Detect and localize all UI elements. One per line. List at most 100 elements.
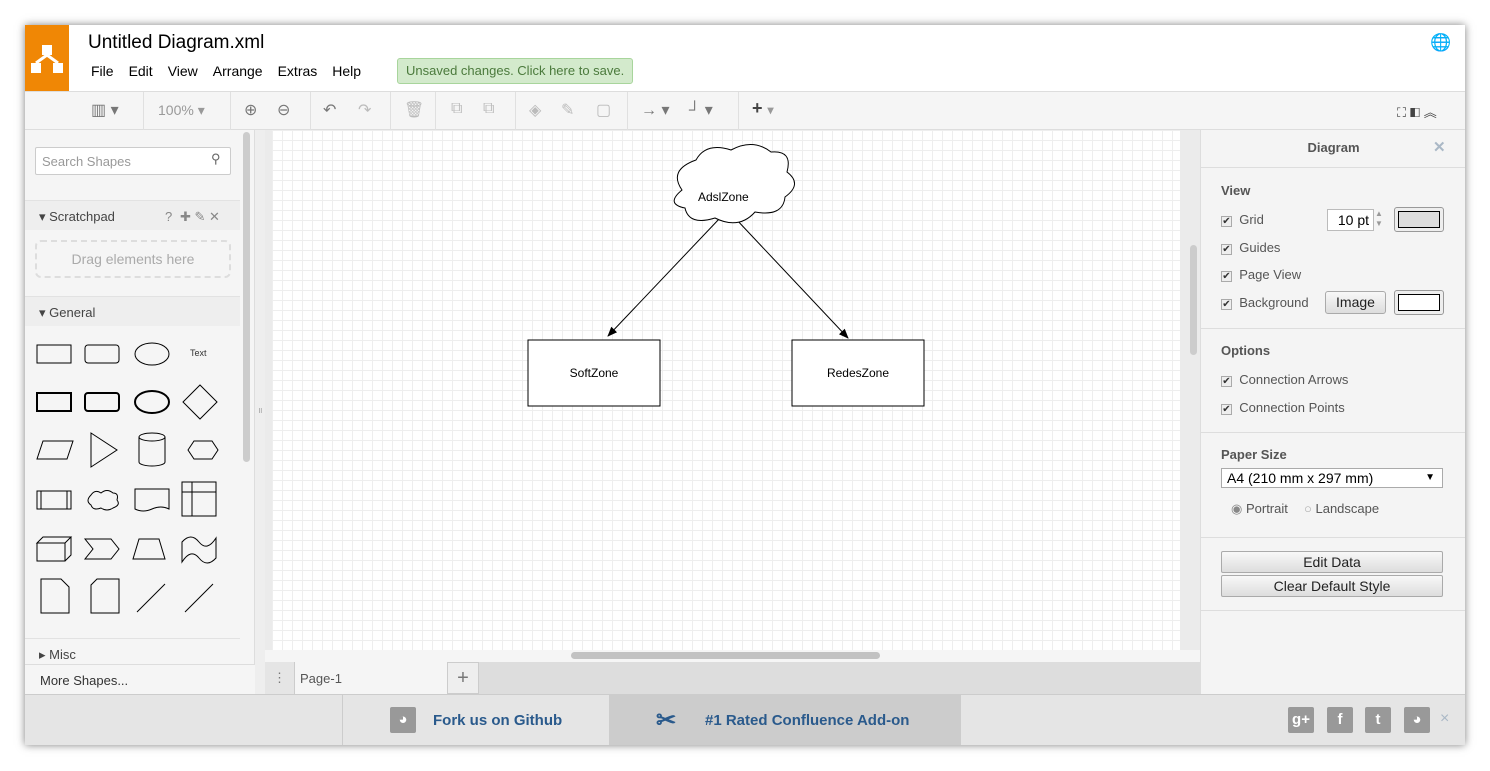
connection-icon[interactable]: → ▾ — [641, 102, 670, 119]
cloud-node[interactable] — [673, 144, 795, 224]
github-link[interactable]: ◕ Fork us on Github — [342, 695, 609, 745]
page-view-checkbox[interactable]: ✔ Page View — [1221, 267, 1301, 282]
add-icon[interactable]: ✚ ✎ ✕ — [180, 209, 220, 224]
waypoints-icon[interactable]: ┘ ▾ — [689, 102, 713, 119]
checkbox[interactable]: ✔ — [1221, 404, 1232, 415]
redeszone-node[interactable] — [791, 339, 925, 407]
unsaved-changes-button[interactable]: Unsaved changes. Click here to save. — [397, 58, 634, 84]
scratchpad-header[interactable]: ▾ Scratchpad ? ✚ ✎ ✕ — [25, 200, 240, 230]
fullscreen-icon[interactable]: ⛶ ◧ ︽ — [1397, 105, 1437, 120]
fill-color-icon[interactable]: ◈ — [529, 102, 542, 119]
clear-default-style-button[interactable]: Clear Default Style — [1221, 575, 1443, 597]
divider — [1201, 432, 1465, 433]
node-label: RedesZone — [826, 366, 890, 380]
connection-arrows-checkbox[interactable]: ✔ Connection Arrows — [1221, 372, 1348, 387]
divider — [143, 92, 144, 130]
grid-color-button[interactable] — [1394, 207, 1444, 232]
search-icon[interactable]: ⚲ — [211, 151, 221, 166]
github-social-icon[interactable]: ◕ — [1404, 707, 1430, 733]
connector-arrow[interactable] — [734, 217, 849, 339]
misc-label: Misc — [49, 647, 76, 662]
divider — [1201, 167, 1465, 168]
to-back-icon[interactable]: ⧉ — [483, 100, 495, 117]
connection-points-checkbox[interactable]: ✔ Connection Points — [1221, 400, 1345, 415]
landscape-radio[interactable]: ○ Landscape — [1304, 501, 1379, 516]
insert-icon[interactable]: + ▾ — [752, 98, 774, 118]
horizontal-scrollbar[interactable] — [571, 652, 880, 659]
github-label: Fork us on Github — [433, 712, 563, 729]
document-title[interactable]: Untitled Diagram.xml — [88, 32, 265, 53]
menu-help[interactable]: Help — [332, 63, 362, 79]
divider — [390, 92, 391, 130]
more-shapes-button[interactable]: More Shapes... — [25, 664, 255, 694]
divider — [515, 92, 516, 130]
add-page-button[interactable]: + — [447, 662, 479, 694]
pages-menu-icon[interactable]: ⋮ — [265, 662, 295, 694]
confluence-icon: ✂ — [656, 707, 677, 734]
paper-size-value: A4 (210 mm x 297 mm) — [1227, 470, 1374, 486]
close-icon[interactable]: ✕ — [1433, 139, 1446, 156]
diagram-page[interactable]: AdslZone SoftZone RedesZone — [272, 130, 1180, 650]
toolbar: ▥ ▾ 100% ▾ ⊕ ⊖ ↶ ↷ 🗑 ⧉ ⧉ ◈ ✎ ▢ → ▾ ┘ ▾ +… — [25, 91, 1465, 130]
checkbox[interactable]: ✔ — [1221, 376, 1232, 387]
vertical-scrollbar[interactable] — [1190, 245, 1197, 355]
to-front-icon[interactable]: ⧉ — [451, 100, 463, 117]
undo-icon[interactable]: ↶ — [323, 102, 337, 119]
twitter-icon[interactable]: t — [1365, 707, 1391, 733]
edit-data-button[interactable]: Edit Data — [1221, 551, 1443, 573]
google-plus-icon[interactable]: g+ — [1288, 707, 1314, 733]
checkbox[interactable]: ✔ — [1221, 244, 1232, 255]
globe-icon[interactable]: 🌐 — [1430, 33, 1452, 52]
sidebar-splitter[interactable]: ॥ — [255, 130, 265, 694]
menu-bar: File Edit View Arrange Extras Help — [91, 63, 376, 79]
zoom-out-icon[interactable]: ⊖ — [277, 102, 291, 119]
softzone-node[interactable] — [527, 339, 661, 407]
grid-checkbox[interactable]: ✔ Grid — [1221, 212, 1264, 227]
close-footer-icon[interactable]: × — [1440, 710, 1450, 727]
checkbox[interactable]: ✔ — [1221, 216, 1232, 227]
guides-checkbox[interactable]: ✔ Guides — [1221, 240, 1280, 255]
menu-view[interactable]: View — [167, 63, 198, 79]
view-heading: View — [1221, 183, 1251, 198]
confluence-label: #1 Rated Confluence Add-on — [705, 712, 910, 729]
search-shapes-input[interactable]: Search Shapes — [35, 147, 231, 175]
radio-unchecked[interactable]: ○ — [1304, 501, 1312, 516]
facebook-icon[interactable]: f — [1327, 707, 1353, 733]
text-shape[interactable]: Text — [190, 348, 207, 358]
zoom-in-icon[interactable]: ⊕ — [244, 102, 258, 119]
portrait-radio[interactable]: ◉ Portrait — [1231, 501, 1288, 517]
line-color-icon[interactable]: ✎ — [561, 102, 575, 119]
misc-header[interactable]: ▸ Misc — [25, 638, 240, 668]
confluence-link[interactable]: ✂ #1 Rated Confluence Add-on — [609, 695, 961, 745]
connection-arrows-label: Connection Arrows — [1239, 372, 1349, 387]
shadow-icon[interactable]: ▢ — [596, 102, 612, 119]
checkbox[interactable]: ✔ — [1221, 299, 1232, 310]
background-checkbox[interactable]: ✔ Background — [1221, 295, 1309, 310]
paper-size-select[interactable]: A4 (210 mm x 297 mm)▼ — [1221, 468, 1443, 488]
checkbox[interactable]: ✔ — [1221, 271, 1232, 282]
menu-extras[interactable]: Extras — [277, 63, 318, 79]
grid-size-stepper[interactable]: ▲▼ — [1375, 209, 1383, 228]
background-label: Background — [1239, 295, 1309, 310]
menu-file[interactable]: File — [91, 63, 114, 79]
scratchpad-label: Scratchpad — [49, 209, 115, 224]
general-header[interactable]: ▾ General — [25, 296, 240, 326]
redo-icon[interactable]: ↷ — [358, 102, 372, 119]
zoom-select[interactable]: 100% ▾ — [158, 102, 205, 118]
shape-icons[interactable] — [25, 330, 240, 630]
connector-arrow[interactable] — [607, 217, 721, 337]
divider — [738, 92, 739, 130]
background-color-button[interactable] — [1394, 290, 1444, 315]
diagram-canvas[interactable]: AdslZone SoftZone RedesZone — [265, 130, 1200, 662]
scratchpad-help-icon[interactable]: ? — [165, 209, 173, 224]
tab-page-1[interactable]: Page-1 — [295, 662, 447, 694]
radio-checked[interactable]: ◉ — [1231, 501, 1243, 516]
grid-size-input[interactable]: 10 pt — [1327, 209, 1374, 231]
delete-icon[interactable]: 🗑 — [404, 102, 425, 119]
format-panel-icon[interactable]: ▥ ▾ — [91, 102, 119, 119]
scratchpad-dropzone[interactable]: Drag elements here — [35, 240, 231, 278]
menu-edit[interactable]: Edit — [128, 63, 153, 79]
sidebar-scrollbar[interactable] — [243, 132, 250, 462]
menu-arrange[interactable]: Arrange — [212, 63, 263, 79]
background-image-button[interactable]: Image — [1325, 291, 1386, 314]
